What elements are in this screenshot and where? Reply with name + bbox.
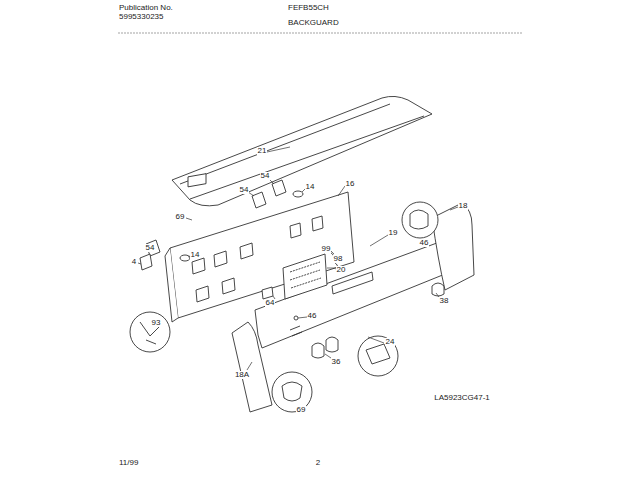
callout-number: 93 [151, 319, 162, 327]
callout-number: 19 [388, 229, 399, 237]
detail-circle [358, 336, 398, 376]
callout-number: 54 [239, 186, 250, 194]
callout-number: 20 [336, 266, 347, 274]
callout-number: 36 [331, 358, 342, 366]
callout-number: 69 [175, 213, 186, 221]
header-rule [118, 33, 522, 34]
callout-number: 16 [345, 180, 356, 188]
callout-number: 24 [385, 338, 396, 346]
callout-number: 18A [234, 371, 250, 379]
callout-number: 46 [419, 239, 430, 247]
front-panel [255, 240, 452, 348]
callout-number: 21 [257, 147, 268, 155]
page-title: BACKGUARD [287, 19, 340, 27]
drawing-code: LA5923CG47-1 [433, 394, 491, 402]
callout-number: 18 [458, 202, 469, 210]
callout-number: 64 [265, 299, 276, 307]
end-cap [432, 203, 474, 290]
model-number: FEFB55CH [287, 4, 330, 12]
callout-number: 14 [190, 251, 201, 259]
callout-number: 54 [145, 244, 156, 252]
publication-label: Publication No. [118, 4, 174, 12]
top-trim [172, 96, 432, 205]
page-number: 2 [315, 459, 321, 467]
callout-number: 4 [131, 258, 137, 266]
callout-number: 99 [321, 245, 332, 253]
end-cap [232, 322, 272, 412]
publication-number: 5995330235 [118, 13, 165, 21]
date-label: 11/99 [118, 459, 139, 467]
callout-number: 98 [333, 255, 344, 263]
detail-circle [402, 202, 438, 238]
callout-number: 38 [439, 297, 450, 305]
callout-number: 46 [307, 312, 318, 320]
detail-circle [130, 312, 170, 352]
callout-number: 14 [305, 183, 316, 191]
callout-number: 69 [296, 406, 307, 414]
callout-number: 54 [260, 172, 271, 180]
clock-board [283, 254, 327, 299]
